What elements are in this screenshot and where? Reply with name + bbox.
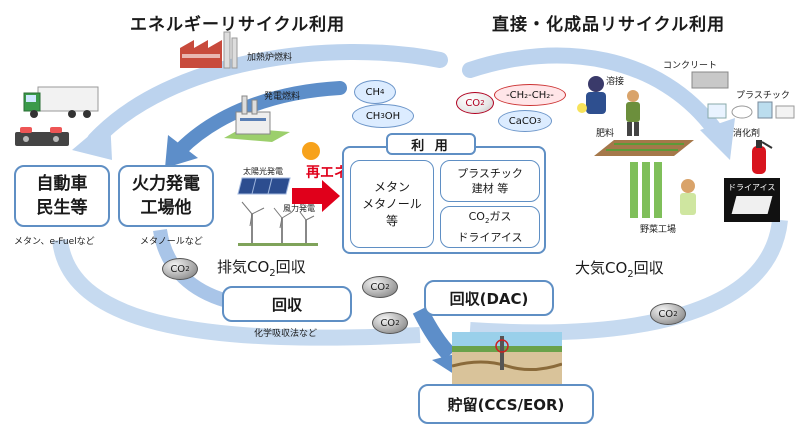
truck-icon	[23, 86, 99, 118]
storage-box: 貯留(CCS/EOR)	[418, 384, 594, 424]
solar-panel-icon	[237, 177, 291, 195]
extinguisher-icon	[752, 140, 773, 174]
plastic-building-box: プラスチック 建材 等	[440, 160, 540, 202]
power-fuel-label: 発電燃料	[264, 92, 301, 102]
car-caption: メタン、e-Fuelなど	[14, 237, 95, 247]
fertilizer-field-icon	[594, 140, 694, 156]
stove-icon	[15, 127, 69, 146]
energy-recycle-title: エネルギーリサイクル利用	[130, 15, 346, 35]
atmospheric-co2-label: 大気CO2回収	[575, 259, 664, 280]
fertilizer-label: 肥料	[596, 129, 615, 139]
power-caption: メタノールなど	[140, 237, 203, 247]
welder-icon	[577, 76, 606, 114]
power-plant-icon	[224, 95, 290, 142]
furnace-fuel-label: 加熱炉燃料	[247, 53, 293, 63]
plastic-items-icon	[707, 101, 795, 119]
farmer-icon	[626, 90, 640, 136]
concrete-icon	[691, 71, 729, 89]
underground-storage-icon	[452, 332, 562, 384]
car-household-box: 自動車 民生等	[14, 165, 110, 227]
wind-label: 風力発電	[283, 204, 315, 213]
welding-label: 溶接	[606, 77, 625, 87]
solar-label: 太陽光発電	[243, 167, 283, 176]
energy-cycle-arrow	[87, 43, 448, 148]
recovery-box: 回収	[222, 286, 352, 322]
methane-methanol-box: メタン メタノール 等	[350, 160, 434, 248]
dac-box: 回収(DAC)	[424, 280, 554, 316]
storage-arrow	[412, 306, 456, 361]
exhaust-co2-label: 排気CO2回収	[217, 258, 306, 279]
dry-ice-label: ドライアイス	[728, 183, 776, 192]
wind-turbine-icon	[238, 201, 318, 246]
concrete-label: コンクリート	[663, 61, 718, 71]
direct-cycle-arrowhead	[700, 118, 735, 160]
co2-gas-box: CO2ガス ドライアイス	[440, 206, 540, 248]
usage-header: 利 用	[386, 133, 476, 155]
lower-left-cycle	[52, 238, 421, 346]
sun-icon	[302, 142, 320, 160]
renewable-arrow-icon	[292, 180, 340, 212]
energy-cycle-arrowhead	[72, 118, 112, 160]
recovery-caption: 化学吸収法など	[254, 329, 318, 339]
power-fuel-arrowhead	[165, 135, 198, 168]
direct-cycle-arrow	[462, 47, 723, 138]
thermal-power-box: 火力発電 工場他	[118, 165, 214, 227]
dry-ice-block	[731, 196, 773, 214]
renewable-label: 再エネ	[306, 165, 348, 181]
polymer-molecule: -CH₂-CH₂-	[494, 84, 566, 106]
furnace-factory-icon	[180, 31, 238, 69]
plastic-label: プラスチック	[736, 91, 790, 101]
vegetable-factory-label: 野菜工場	[640, 225, 677, 235]
direct-recycle-title: 直接・化成品リサイクル利用	[492, 15, 726, 35]
vegetable-factory-icon	[630, 162, 696, 218]
extinguisher-label: 消化剤	[733, 129, 761, 139]
